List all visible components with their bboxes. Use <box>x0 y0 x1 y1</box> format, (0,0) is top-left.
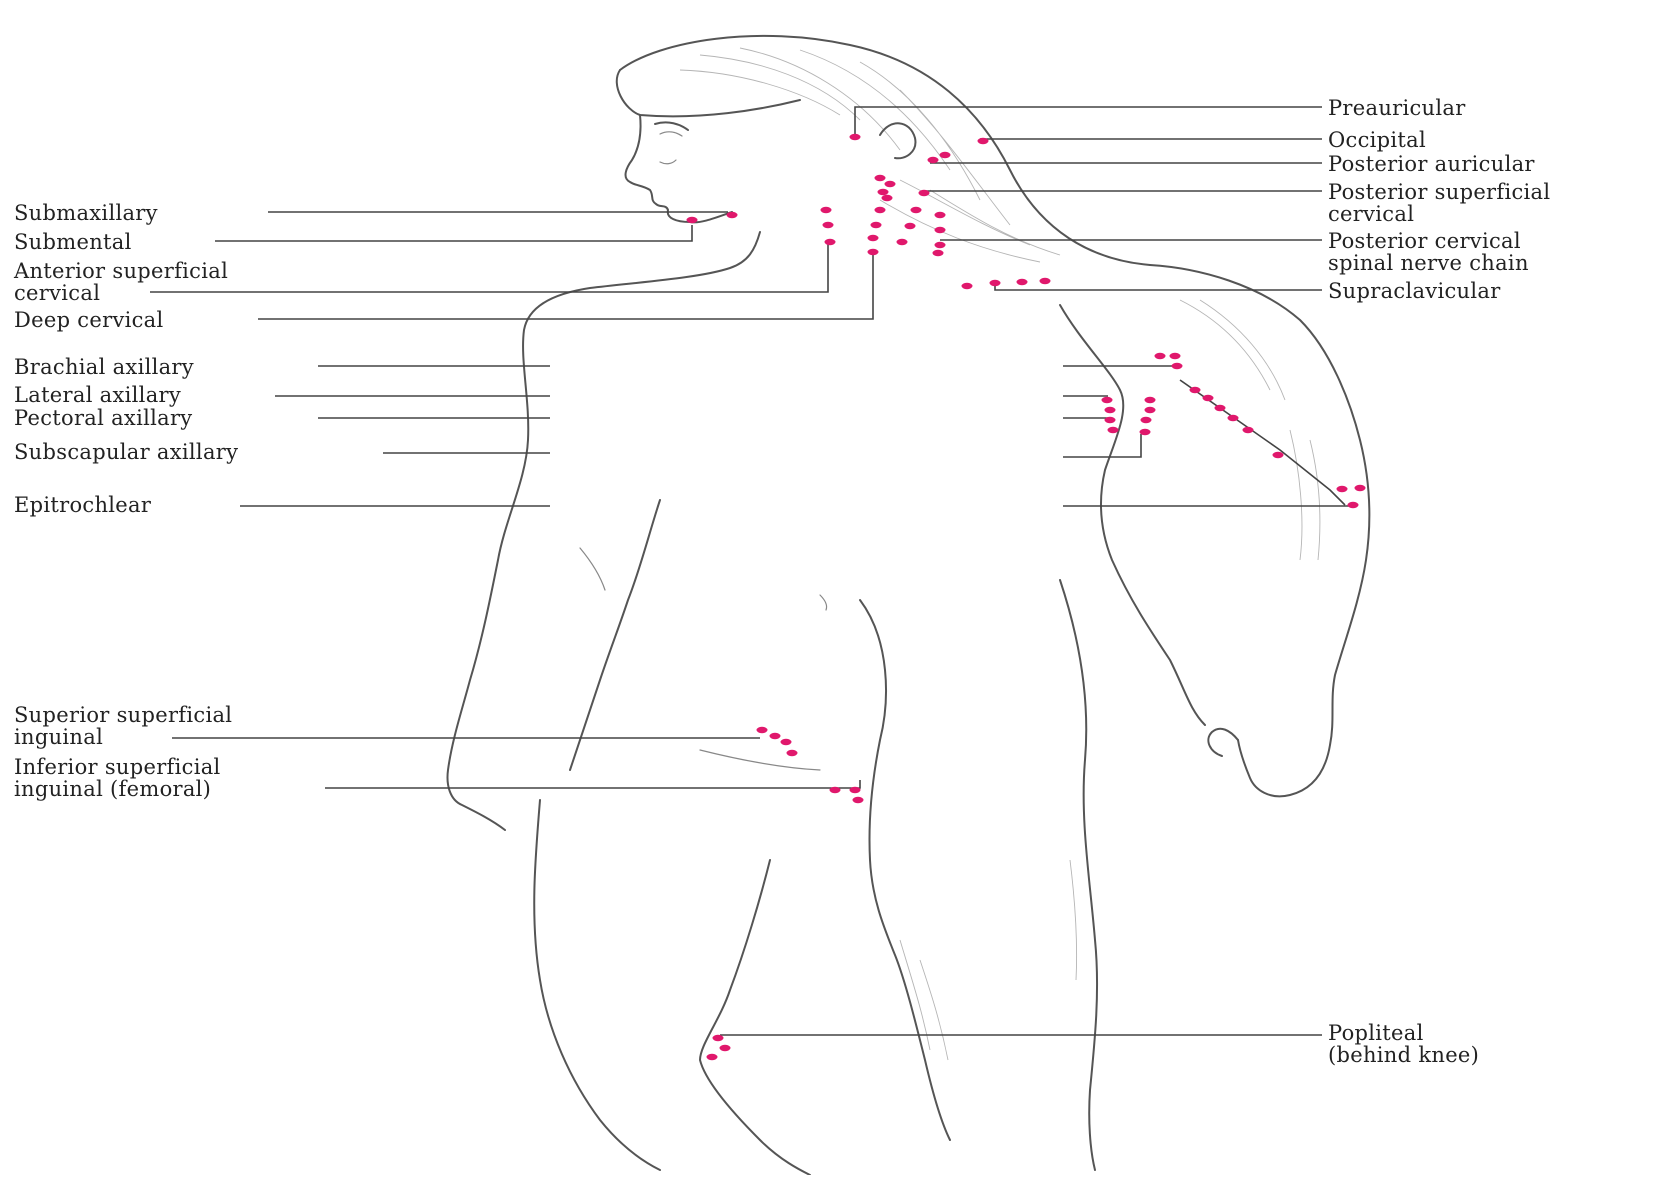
lymph-node-dot-arm-chain-4 <box>1228 415 1239 421</box>
lymph-node-dot-popliteal-1 <box>713 1035 724 1041</box>
label-preauricular: Preauricular <box>1328 97 1466 119</box>
lymph-node-dot-superior-superficial-inguinal-2 <box>770 733 781 739</box>
leader-anterior-superficial-cervical <box>150 242 828 292</box>
leader-preauricular <box>855 107 1322 137</box>
lymph-node-dot-posterior-cervical-spinal-nerve-chain-3 <box>935 242 946 248</box>
lymph-node-dot-anterior-superficial-cervical-1 <box>821 207 832 213</box>
label-popliteal: Popliteal(behind knee) <box>1328 1022 1479 1066</box>
leader-deep-cervical <box>258 250 873 319</box>
label-posterior-auricular: Posterior auricular <box>1328 153 1535 175</box>
lymph-node-dot-popliteal-3 <box>707 1054 718 1060</box>
label-submaxillary: Submaxillary <box>14 202 158 224</box>
lymph-node-dot-arm-chain-3 <box>1215 405 1226 411</box>
lymph-node-dot-deep-cervical-6 <box>868 249 879 255</box>
lymph-node-dot-subscapular-axillary-1 <box>1141 417 1152 423</box>
lymph-node-dot-arm-chain-1 <box>1190 387 1201 393</box>
lymph-node-dot-pectoral-axillary-1 <box>1105 417 1116 423</box>
label-deep-cervical: Deep cervical <box>14 309 164 331</box>
lymph-node-dot-posterior-cervical-spinal-nerve-chain-1 <box>935 212 946 218</box>
lymph-node-dot-posterior-cervical-spinal-nerve-chain-2 <box>935 227 946 233</box>
label-submental: Submental <box>14 231 132 253</box>
lymph-node-dot-cervical-column-1 <box>885 181 896 187</box>
lymph-node-dot-posterior-superficial-cervical-3 <box>905 223 916 229</box>
lymph-node-dot-epitrochlear-1 <box>1337 486 1348 492</box>
lymph-node-dot-arm-chain-5 <box>1243 427 1254 433</box>
lymph-node-dot-lateral-axillary-1 <box>1102 397 1113 403</box>
lymph-node-dot-anterior-superficial-cervical-3 <box>825 239 836 245</box>
lymph-node-dot-posterior-auricular-2 <box>940 152 951 158</box>
lymph-node-dot-deep-cervical-5 <box>868 235 879 241</box>
lymph-node-dot-posterior-cervical-spinal-nerve-chain-4 <box>933 250 944 256</box>
lymph-node-dot-epitrochlear-2 <box>1355 485 1366 491</box>
lymph-node-dot-pectoral-axillary-3 <box>1145 407 1156 413</box>
leader-supraclavicular <box>995 284 1322 290</box>
lymph-node-dot-posterior-superficial-cervical-4 <box>897 239 908 245</box>
lymph-node-dot-lateral-axillary-3 <box>1145 397 1156 403</box>
lymph-node-dot-superior-superficial-inguinal-4 <box>787 750 798 756</box>
label-occipital: Occipital <box>1328 129 1426 151</box>
lymph-node-dot-posterior-auricular-1 <box>928 157 939 163</box>
lymph-node-dot-posterior-superficial-cervical-1 <box>919 190 930 196</box>
face <box>626 115 916 222</box>
label-subscapular-axillary: Subscapular axillary <box>14 441 238 463</box>
lymph-node-dot-occipital-1 <box>978 138 989 144</box>
label-supraclavicular: Supraclavicular <box>1328 280 1501 302</box>
lymph-node-dot-supraclavicular-2 <box>990 280 1001 286</box>
lymph-node-dot-subscapular-axillary-2 <box>1140 429 1151 435</box>
label-lateral-axillary: Lateral axillary <box>14 384 181 406</box>
lymph-node-dot-deep-cervical-1 <box>875 175 886 181</box>
lymph-node-dot-inferior-superficial-inguinal-1 <box>830 787 841 793</box>
lymph-node-dot-elbow-1 <box>1273 452 1284 458</box>
lymph-node-dot-deep-cervical-2 <box>878 189 889 195</box>
lymph-node-dot-arm-chain-2 <box>1203 395 1214 401</box>
label-brachial-axillary: Brachial axillary <box>14 356 194 378</box>
lymph-node-dot-popliteal-2 <box>720 1045 731 1051</box>
lymph-node-dot-brachial-axillary-2 <box>1170 353 1181 359</box>
torso-and-limbs <box>448 232 1370 1175</box>
lymph-node-dot-preauricular-1 <box>850 134 861 140</box>
label-epitrochlear: Epitrochlear <box>14 494 151 516</box>
lymph-node-dot-lateral-axillary-2 <box>1105 407 1116 413</box>
lymph-node-dot-inferior-superficial-inguinal-3 <box>853 797 864 803</box>
lymph-node-dot-brachial-axillary-1 <box>1155 353 1166 359</box>
lymph-node-dot-cervical-column-2 <box>882 195 893 201</box>
leader-subscapular-axillary-r <box>1063 434 1141 457</box>
lymph-node-dot-superior-superficial-inguinal-1 <box>757 727 768 733</box>
leader-submental <box>215 225 692 241</box>
lymph-node-dot-submaxillary-1 <box>727 212 738 218</box>
label-pectoral-axillary: Pectoral axillary <box>14 407 192 429</box>
lymph-node-dot-pectoral-axillary-2 <box>1108 427 1119 433</box>
lymph-node-dot-supraclavicular-3 <box>1017 279 1028 285</box>
lymph-node-dot-inferior-superficial-inguinal-2 <box>850 787 861 793</box>
hair <box>617 36 1150 265</box>
lymph-node-dot-supraclavicular-4 <box>1040 278 1051 284</box>
lymph-node-dot-deep-cervical-4 <box>871 222 882 228</box>
lymph-node-dot-brachial-axillary-3 <box>1172 363 1183 369</box>
leader-inferior-superficial-inguinal <box>325 780 860 788</box>
lymph-node-dot-superior-superficial-inguinal-3 <box>781 739 792 745</box>
lymph-node-dot-anterior-superficial-cervical-2 <box>823 222 834 228</box>
lymph-node-dot-submental-1 <box>687 217 698 223</box>
lymph-node-dot-epitrochlear-3 <box>1348 502 1359 508</box>
lymph-node-dot-posterior-superficial-cervical-2 <box>911 207 922 213</box>
lymph-node-dot-supraclavicular-1 <box>962 283 973 289</box>
lymph-node-dot-deep-cervical-3 <box>875 207 886 213</box>
